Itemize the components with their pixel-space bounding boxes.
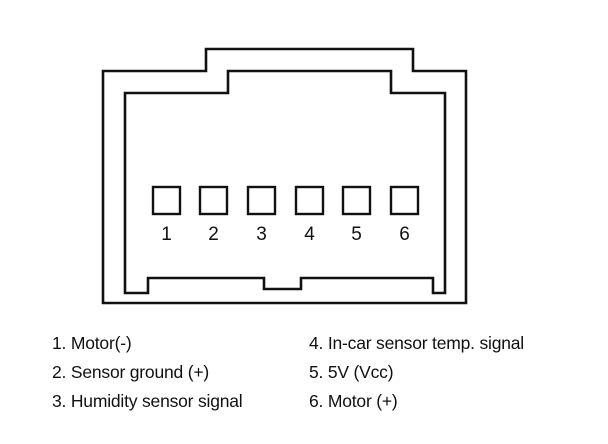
pin-cavity-1 xyxy=(151,185,182,216)
legend-item-pin-2: 2. Sensor ground (+) xyxy=(52,362,209,382)
legend-item-pin-4: 4. In-car sensor temp. signal xyxy=(309,333,524,353)
pin-numbers: 1 2 3 4 5 6 xyxy=(161,224,410,245)
pin-legend-right: 4. In-car sensor temp. signal 5. 5V (Vcc… xyxy=(309,329,524,416)
pin-number-2: 2 xyxy=(208,224,219,245)
pin-number-5: 5 xyxy=(351,224,362,245)
legend-item-pin-5: 5. 5V (Vcc) xyxy=(309,362,394,382)
pin-number-6: 6 xyxy=(399,224,410,245)
pin-cavity-5 xyxy=(341,185,372,216)
pin-legend-left: 1. Motor(-) 2. Sensor ground (+) 3. Humi… xyxy=(52,329,243,416)
pin-cavity-3 xyxy=(246,185,277,216)
legend-item-pin-6: 6. Motor (+) xyxy=(309,391,398,411)
pin-number-3: 3 xyxy=(256,224,267,245)
pin-number-1: 1 xyxy=(161,224,172,245)
pin-cavity-4 xyxy=(294,185,325,216)
connector-housing-inner xyxy=(123,69,447,295)
pin-cavities xyxy=(151,185,420,216)
pin-cavity-6 xyxy=(389,185,420,216)
pin-cavity-2 xyxy=(198,185,229,216)
connector-housing-outer xyxy=(101,47,468,305)
pin-number-4: 4 xyxy=(304,224,315,245)
legend-item-pin-3: 3. Humidity sensor signal xyxy=(52,391,243,411)
legend-item-pin-1: 1. Motor(-) xyxy=(52,333,132,353)
